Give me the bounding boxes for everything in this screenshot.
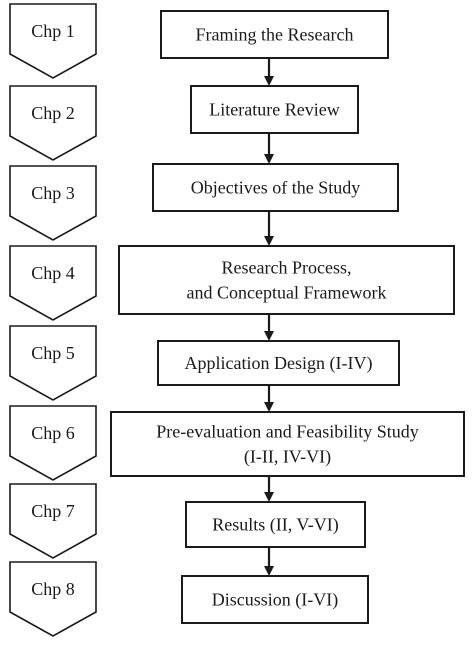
step-label: Discussion (I-VI) xyxy=(212,590,338,611)
down-arrow-icon xyxy=(264,133,274,164)
chapter-marker: Chp 4 xyxy=(9,245,97,321)
chapter-label: Chp 5 xyxy=(31,343,75,363)
step-box-frame xyxy=(152,163,399,212)
arrow-head xyxy=(264,331,274,341)
chapter-label: Chp 3 xyxy=(31,183,75,203)
chapter-marker: Chp 1 xyxy=(9,3,97,79)
step-label: Framing the Research xyxy=(196,25,354,45)
step-box-frame xyxy=(185,501,366,548)
step-box-frame xyxy=(110,411,465,477)
step-label: (I-II, IV-VI) xyxy=(244,447,331,468)
step-label: Literature Review xyxy=(209,100,339,120)
chapter-marker: Chp 3 xyxy=(9,165,97,241)
chevron-shape xyxy=(9,561,97,637)
step-box: Objectives of the Study xyxy=(152,163,399,212)
arrow-head xyxy=(264,566,274,576)
chapter-label: Chp 8 xyxy=(31,579,75,599)
arrow-head xyxy=(264,492,274,502)
step-label: Objectives of the Study xyxy=(191,178,360,198)
chapter-marker: Chp 5 xyxy=(9,325,97,401)
step-box: Pre-evaluation and Feasibility Study (I-I… xyxy=(110,411,465,477)
down-arrow-icon xyxy=(264,314,274,341)
step-box: Literature Review xyxy=(190,85,359,134)
step-box: Application Design (I-IV) xyxy=(157,340,400,386)
chevron-shape xyxy=(9,245,97,321)
chevron-shape xyxy=(9,3,97,79)
arrow-head xyxy=(264,402,274,412)
chevron-shape xyxy=(9,405,97,481)
arrow-group xyxy=(264,58,274,576)
arrow-head xyxy=(264,154,274,164)
step-box-frame xyxy=(118,245,455,315)
chapter-marker: Chp 7 xyxy=(9,483,97,559)
step-label: Results (II, V-VI) xyxy=(212,515,339,536)
chevron-shape xyxy=(9,165,97,241)
step-box: Research Process, and Conceptual Framewor… xyxy=(118,245,455,315)
step-label: and Conceptual Framework xyxy=(187,283,387,303)
chapter-marker: Chp 2 xyxy=(9,85,97,161)
step-label: Application Design (I-IV) xyxy=(185,353,373,374)
chevron-shape xyxy=(9,325,97,401)
chevron-shape xyxy=(9,85,97,161)
arrow-head xyxy=(264,236,274,246)
arrow-head xyxy=(264,76,274,86)
chevron-shape xyxy=(9,483,97,559)
down-arrow-icon xyxy=(264,476,274,502)
chapter-label: Chp 7 xyxy=(31,501,75,521)
chapter-column: Chp 1 Chp 2 Chp 3 Chp 4 Chp 5 Chp 6 Chp 7 Chp 8 xyxy=(9,3,97,637)
down-arrow-icon xyxy=(264,547,274,576)
chapter-label: Chp 6 xyxy=(31,423,75,443)
step-box: Discussion (I-VI) xyxy=(181,575,369,624)
step-box: Results (II, V-VI) xyxy=(185,501,366,548)
step-label: Research Process, xyxy=(222,258,352,278)
chapter-label: Chp 4 xyxy=(31,263,75,283)
step-box-frame xyxy=(190,85,359,134)
step-box-frame xyxy=(160,10,389,59)
down-arrow-icon xyxy=(264,211,274,246)
chapter-label: Chp 1 xyxy=(31,21,75,41)
step-label: Pre-evaluation and Feasibility Study xyxy=(156,422,418,442)
chapter-marker: Chp 6 xyxy=(9,405,97,481)
step-box: Framing the Research xyxy=(160,10,389,59)
chapter-label: Chp 2 xyxy=(31,103,75,123)
step-box-frame xyxy=(181,575,369,624)
chapter-marker: Chp 8 xyxy=(9,561,97,637)
down-arrow-icon xyxy=(264,385,274,412)
down-arrow-icon xyxy=(264,58,274,86)
step-box-frame xyxy=(157,340,400,386)
